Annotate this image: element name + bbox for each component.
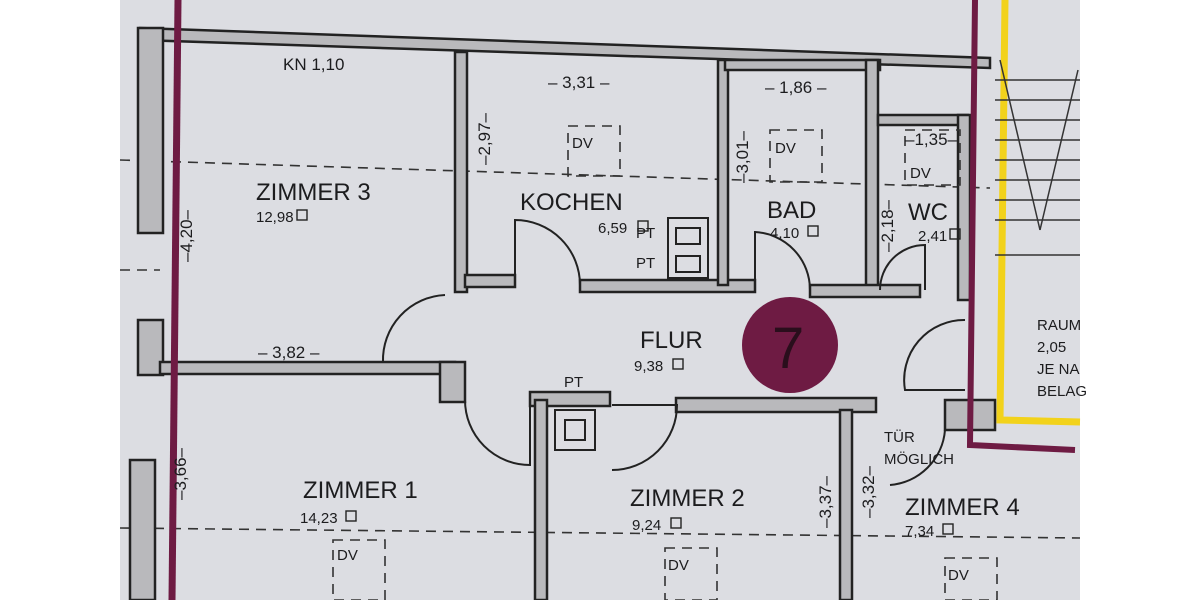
room-area-zimmer-2: 9,24 [632,517,661,534]
dv-boxes [332,125,998,600]
room-name-wc: WC [908,199,948,226]
room-name-bad: BAD [767,197,816,224]
unit-number-badge [742,297,838,393]
label-pt: PT [564,374,583,391]
label-pt: PT [636,225,655,242]
room-name-zimmer-3: ZIMMER 3 [256,179,371,206]
unit-number: 7 [772,316,804,381]
room-area-flur: 9,38 [634,358,663,375]
dimension-2-18: –2,18– [878,199,897,252]
room-area-zimmer-1: 14,23 [300,510,338,527]
dimension-3-82: – 3,82 – [258,343,320,362]
label-dv: DV [572,135,593,152]
dimension-3-37: –3,37– [816,475,835,528]
label-dv: DV [948,567,969,584]
room-name-flur: FLUR [640,327,703,354]
room-name-kochen: KOCHEN [520,189,623,216]
label-kn: KN 1,10 [283,55,344,74]
walls [128,26,997,600]
dimension-3-01: –3,01– [733,130,752,183]
stairs [995,59,1080,256]
dashed-line [119,159,991,189]
dimension-1-86: – 1,86 – [765,78,827,97]
label-tuer: TÜR [884,428,915,446]
room-name-zimmer-2: ZIMMER 2 [630,485,745,512]
label-dv: DV [668,557,689,574]
room-area-kochen: 6,59 [598,220,627,237]
label-dv: DV [775,140,796,157]
label-raum: 2,05 [1037,339,1066,356]
room-area-zimmer-4: 7,34 [905,523,934,540]
label-dv: DV [337,547,358,564]
dimension-4-20: –4,20– [177,209,196,262]
unit-boundary [168,0,182,600]
doors [381,218,966,486]
dimension-3-66: –3,66– [171,447,190,500]
paper [120,0,1080,600]
dashed-line [119,527,1081,539]
dimension-2-97: –2,97– [475,112,494,165]
label-raum: BELAG [1037,383,1087,400]
dimension-3-31: – 3,31 – [548,73,610,92]
room-name-zimmer-1: ZIMMER 1 [303,477,418,504]
dimension-1-35: –1,35– [905,130,958,149]
label-raum: JE NA [1037,361,1080,378]
square-meter-icons [296,209,961,535]
label-raum: RAUM [1037,317,1081,334]
room-name-zimmer-4: ZIMMER 4 [905,494,1020,521]
room-area-zimmer-3: 12,98 [256,209,294,226]
room-area-wc: 2,41 [918,228,947,245]
label-pt: PT [636,255,655,272]
unit-boundary [966,0,1076,453]
room-area-bad: 4,10 [770,225,799,242]
label-moeglich: MÖGLICH [884,450,954,468]
dimension-3-32: –3,32– [859,465,878,518]
label-dv: DV [910,165,931,182]
